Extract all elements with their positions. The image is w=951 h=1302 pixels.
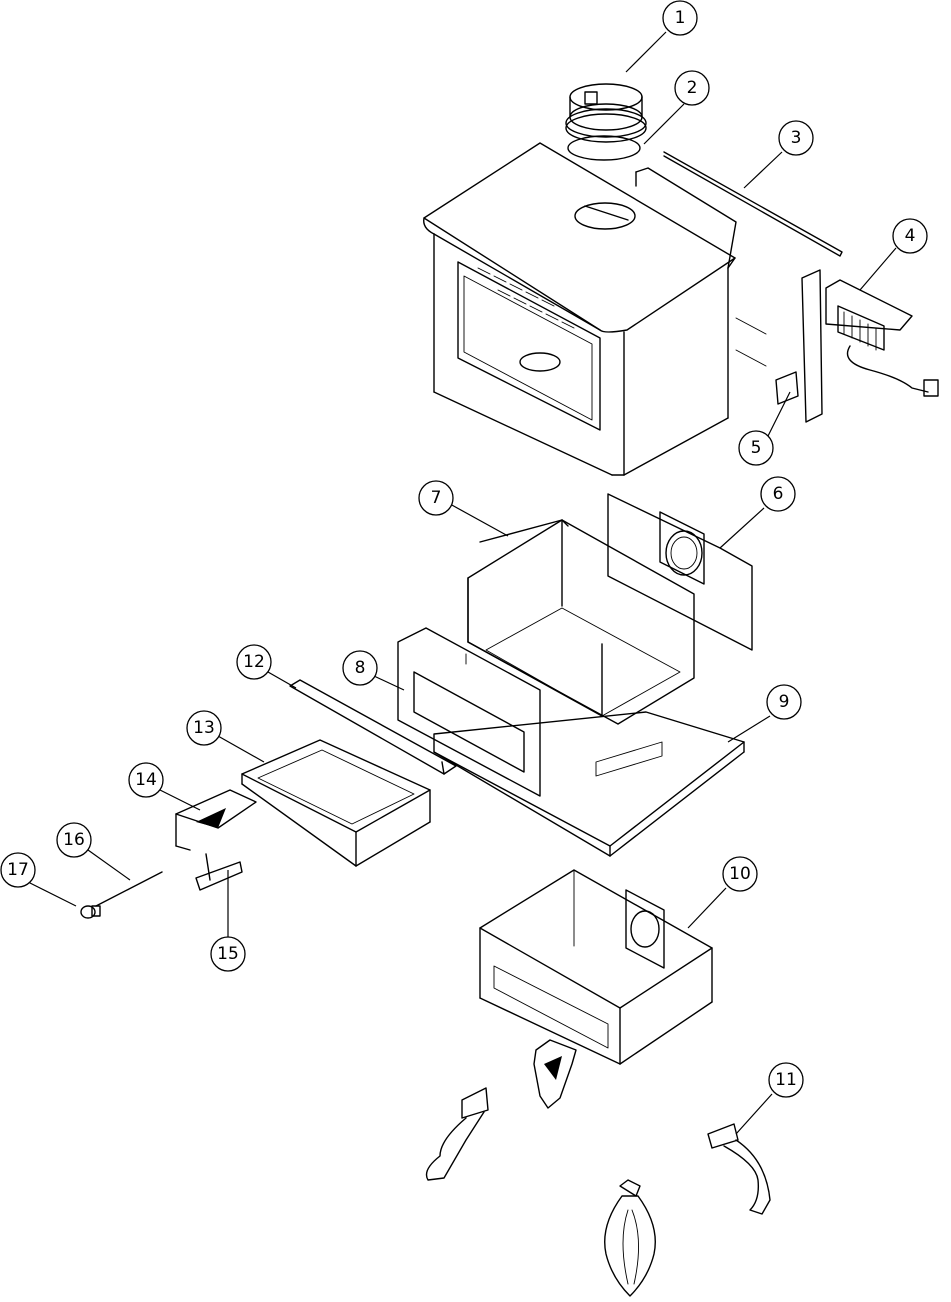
callout-5: 5	[738, 391, 791, 466]
callout-7: 7	[418, 480, 509, 537]
callout-9: 9	[727, 684, 802, 743]
stove-body	[423, 142, 736, 476]
ash-pan	[241, 739, 431, 867]
callout-2: 2	[643, 70, 710, 145]
callout-16-label: 16	[63, 830, 85, 850]
rear-panel	[635, 167, 823, 423]
slide-plate	[175, 789, 257, 851]
leg-right	[707, 1123, 771, 1215]
callout-14: 14	[128, 762, 201, 811]
callout-12: 12	[236, 644, 297, 689]
bracket	[195, 853, 243, 891]
flue-collar	[565, 83, 647, 143]
flue-gasket	[567, 135, 641, 161]
callout-7-label: 7	[431, 488, 442, 508]
callout-11-label: 11	[775, 1070, 797, 1090]
lower-housing	[479, 869, 713, 1065]
front-plate	[397, 627, 541, 797]
leg-front-center	[604, 1179, 656, 1297]
callout-4: 4	[859, 218, 928, 291]
callout-15-label: 15	[217, 944, 239, 964]
callout-3-label: 3	[791, 128, 802, 148]
callout-1-label: 1	[675, 8, 686, 28]
callout-1: 1	[625, 0, 698, 73]
callout-3: 3	[743, 120, 814, 189]
callout-8: 8	[342, 650, 405, 691]
callout-8-label: 8	[355, 658, 366, 678]
blower-assembly	[825, 279, 939, 397]
callout-9-label: 9	[779, 692, 790, 712]
side-panel	[607, 493, 753, 651]
top-strip	[663, 151, 843, 257]
callout-16: 16	[56, 822, 131, 881]
callout-6-label: 6	[773, 484, 784, 504]
callout-13-label: 13	[193, 718, 215, 738]
rod	[95, 871, 163, 907]
firebox-liner	[467, 519, 695, 725]
callout-15: 15	[210, 870, 246, 972]
callout-13: 13	[186, 710, 265, 763]
base-plate	[433, 711, 745, 857]
leg-front-left	[425, 1087, 489, 1181]
callout-14-label: 14	[135, 770, 157, 790]
callout-4-label: 4	[905, 226, 916, 246]
callout-6: 6	[719, 476, 796, 549]
leg-rear-center	[533, 1039, 577, 1109]
knob	[80, 905, 101, 919]
callout-10: 10	[687, 856, 758, 929]
deflector-strip	[289, 679, 457, 775]
callout-5-label: 5	[751, 438, 762, 458]
callout-17-label: 17	[7, 860, 29, 880]
callout-11: 11	[735, 1062, 804, 1135]
callout-2-label: 2	[687, 78, 698, 98]
callout-12-label: 12	[243, 652, 265, 672]
callout-17: 17	[0, 852, 77, 907]
callout-10-label: 10	[729, 864, 751, 884]
